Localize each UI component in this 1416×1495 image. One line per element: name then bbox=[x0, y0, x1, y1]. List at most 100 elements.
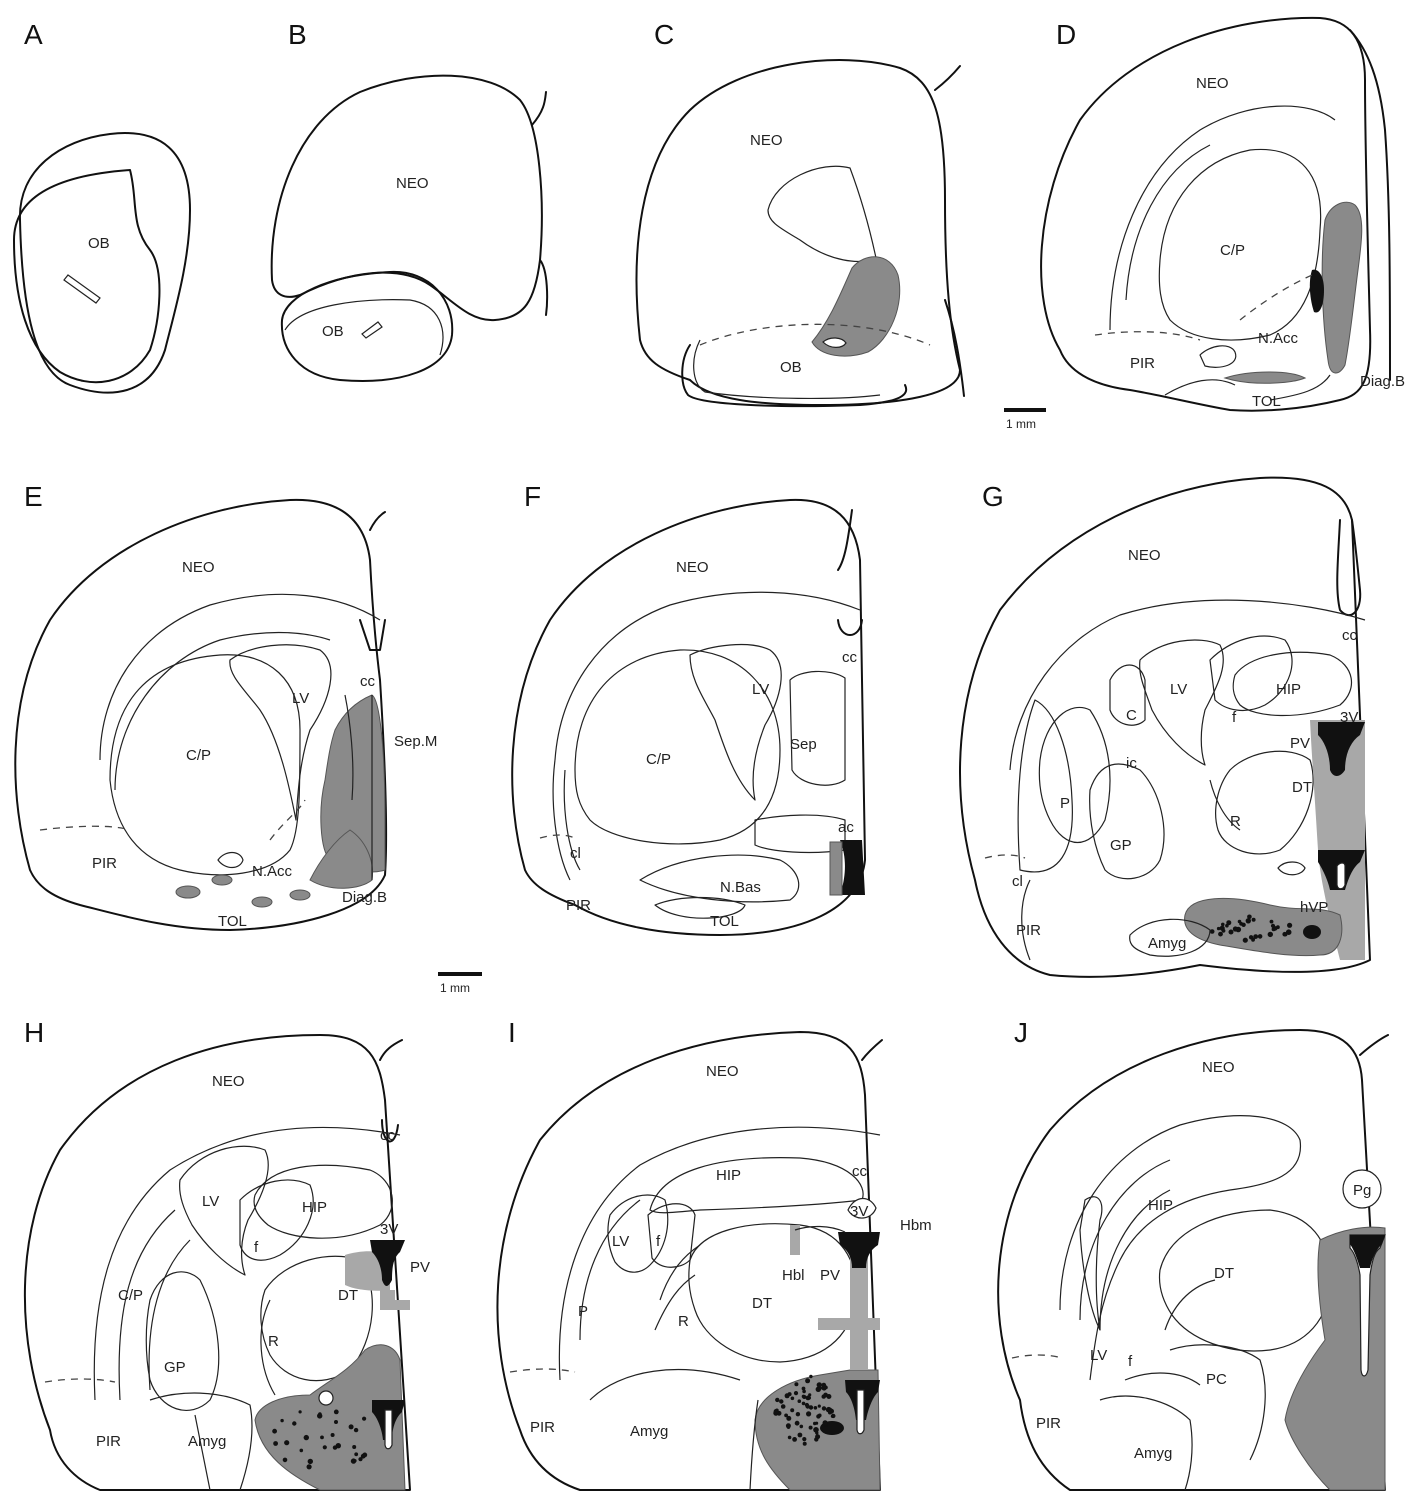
label-hip: HIP bbox=[1148, 1197, 1173, 1214]
label-amyg: Amyg bbox=[1134, 1445, 1172, 1462]
labeled-cell-dot bbox=[1226, 920, 1231, 925]
scale-bar-2: 1 mm bbox=[438, 974, 482, 995]
panel-letter: G bbox=[982, 481, 1004, 512]
ob-ventricle-mark bbox=[362, 322, 382, 338]
label-pv: PV bbox=[410, 1259, 430, 1276]
labeled-cell-dot bbox=[815, 1434, 820, 1439]
hippocampus-outer bbox=[1060, 1116, 1300, 1380]
label-sep: Sep bbox=[790, 736, 817, 753]
label-c: C bbox=[1126, 707, 1137, 724]
labeled-cell-dot bbox=[802, 1437, 806, 1441]
label-dt: DT bbox=[752, 1295, 772, 1312]
label-hip: HIP bbox=[716, 1167, 741, 1184]
hippocampus-layers bbox=[1080, 1160, 1170, 1330]
panel-e: E NEO cc LV C/P Sep.M PIR N.Acc Diag.B T… bbox=[15, 481, 437, 930]
panel-letter: B bbox=[288, 19, 307, 50]
label-nacc: N.Acc bbox=[252, 863, 293, 880]
labeled-cell-dot bbox=[818, 1405, 821, 1408]
labeled-cell-dot bbox=[1284, 933, 1288, 937]
labeled-region-sep bbox=[1322, 202, 1362, 373]
label-tol: TOL bbox=[710, 913, 739, 930]
label-dt: DT bbox=[338, 1287, 358, 1304]
labeled-cell-dot bbox=[1253, 934, 1258, 939]
labeled-cell-dot bbox=[307, 1464, 312, 1469]
label-neo: NEO bbox=[676, 559, 709, 576]
labeled-cell-dot bbox=[1270, 920, 1274, 924]
panel-i: I NEO cc HIP 3V Hbm LV f Hbl PV P DT R P… bbox=[497, 1017, 931, 1490]
midline bbox=[862, 1040, 882, 1060]
labeled-cell-dot bbox=[809, 1375, 812, 1378]
labeled-cell-dot bbox=[779, 1399, 783, 1403]
dorsal-thalamus bbox=[1216, 751, 1313, 854]
panel-g: G NEO cc LV HIP 3V C f ic PV P DT R GP bbox=[960, 478, 1370, 977]
label-cp: C/P bbox=[646, 751, 671, 768]
small-structure bbox=[218, 853, 243, 868]
midline-notch bbox=[360, 512, 385, 650]
labeled-cell-dot bbox=[284, 1440, 289, 1445]
label-p: P bbox=[578, 1303, 588, 1320]
septum bbox=[790, 671, 845, 785]
labeled-cell-dot bbox=[814, 1406, 818, 1410]
labeled-cell-dot bbox=[1258, 934, 1263, 939]
label-neo: NEO bbox=[706, 1063, 739, 1080]
scale-bar-label: 1 mm bbox=[1006, 417, 1036, 431]
labeled-cell-dot bbox=[815, 1431, 818, 1434]
ventricle-white bbox=[857, 1390, 864, 1434]
labeled-cell-dot bbox=[273, 1441, 278, 1446]
labeled-cell-dot bbox=[813, 1422, 816, 1425]
label-hip: HIP bbox=[1276, 681, 1301, 698]
amygdala-boundary bbox=[1100, 1396, 1192, 1490]
white-matter-line bbox=[555, 592, 860, 760]
labeled-region bbox=[830, 842, 842, 895]
labeled-cell-dot bbox=[1243, 938, 1248, 943]
labeled-cell-dot bbox=[823, 1420, 828, 1425]
label-cc: cc bbox=[360, 673, 376, 690]
labeled-cell-dot bbox=[299, 1410, 302, 1413]
fornix bbox=[1210, 636, 1292, 710]
labeled-cell-dot bbox=[331, 1433, 335, 1437]
label-r: R bbox=[678, 1313, 689, 1330]
label-cl: cl bbox=[1012, 873, 1023, 890]
midline bbox=[935, 66, 964, 396]
labeled-cell-dot bbox=[794, 1391, 798, 1395]
labeled-cell-dot bbox=[1222, 929, 1226, 933]
labeled-cell-dot bbox=[1246, 918, 1251, 923]
label-amyg: Amyg bbox=[1148, 935, 1186, 952]
labeled-cell-dot bbox=[1287, 923, 1292, 928]
labeled-cell-dot bbox=[300, 1449, 304, 1453]
ventricle-white bbox=[385, 1410, 392, 1449]
labeled-cell-dot bbox=[318, 1412, 322, 1416]
panel-a: A OB bbox=[14, 19, 190, 393]
label-pir: PIR bbox=[1130, 355, 1155, 372]
labeled-cell-dot bbox=[334, 1420, 338, 1424]
labeled-cell-dot bbox=[809, 1426, 813, 1430]
ob-layer bbox=[285, 300, 443, 355]
labeled-cell-dot bbox=[774, 1409, 779, 1414]
labeled-cell-dot bbox=[781, 1404, 786, 1409]
label-amyg: Amyg bbox=[188, 1433, 226, 1450]
label-neo: NEO bbox=[1128, 547, 1161, 564]
small-structure bbox=[1200, 346, 1236, 368]
posterior-commissure-boundary bbox=[1125, 1345, 1265, 1460]
neo-inner-region bbox=[768, 166, 876, 261]
label-lv: LV bbox=[202, 1193, 219, 1210]
label-cp: C/P bbox=[1220, 242, 1245, 259]
labeled-cell-dot bbox=[320, 1436, 324, 1440]
labeled-cell-dot bbox=[1233, 926, 1238, 931]
scale-bar-label: 1 mm bbox=[440, 981, 470, 995]
labeled-cell-dot bbox=[786, 1416, 791, 1421]
label-cp: C/P bbox=[186, 747, 211, 764]
labeled-cell-dot bbox=[802, 1402, 806, 1406]
panel-d: D NEO C/P N.Acc PIR TOL Diag.B 1 mm bbox=[1004, 18, 1405, 431]
lateral-ventricle bbox=[1080, 1197, 1102, 1330]
labeled-cell-dot bbox=[823, 1393, 828, 1398]
label-hvp: hVP bbox=[1300, 899, 1328, 916]
label-ob: OB bbox=[780, 359, 802, 376]
labeled-cell-dot bbox=[362, 1453, 367, 1458]
caudate-putamen bbox=[575, 650, 780, 844]
labeled-cell-dot bbox=[349, 1424, 354, 1429]
label-gp: GP bbox=[164, 1359, 186, 1376]
olfactory-bulb-inner bbox=[14, 170, 159, 382]
ventricle-black bbox=[840, 840, 865, 895]
